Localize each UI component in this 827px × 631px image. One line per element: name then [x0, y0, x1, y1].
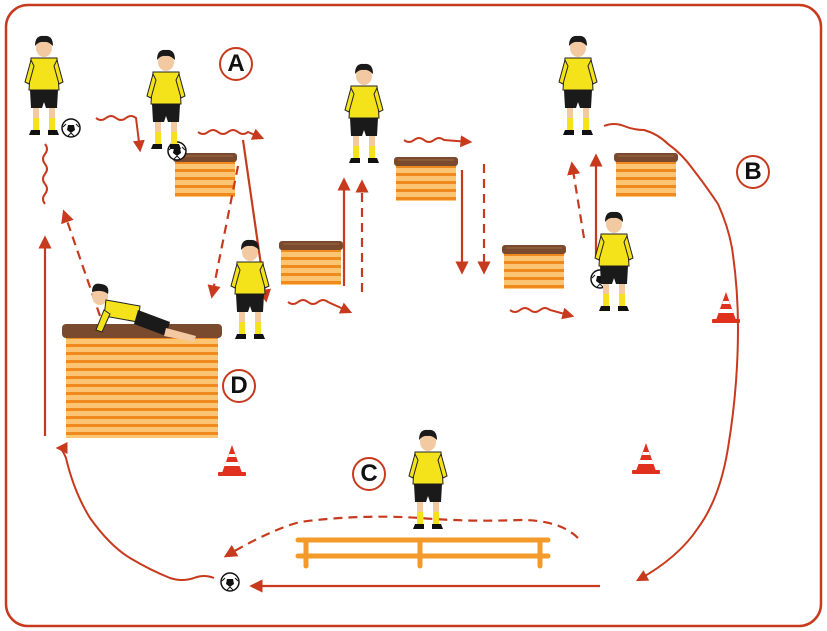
soccer-ball-icon [62, 119, 80, 137]
player-icon [559, 36, 597, 135]
cone-icon [712, 292, 740, 323]
station-label-c: C [352, 457, 386, 491]
player-icon [231, 240, 269, 339]
station-label-a: A [219, 47, 253, 81]
bench-icon [298, 540, 548, 566]
vaulting-box-icon [502, 245, 566, 289]
soccer-ball-icon [221, 573, 239, 591]
vaulting-box-large-icon [62, 324, 222, 438]
cone-icon [632, 443, 660, 474]
station-label-d: D [222, 369, 256, 403]
player-icon [25, 36, 63, 135]
vaulting-box-icon [614, 153, 678, 197]
player-icon [345, 64, 383, 163]
vaulting-box-icon [173, 153, 237, 197]
player-icon [147, 50, 185, 149]
player-icon [595, 212, 633, 311]
station-label-b: B [736, 155, 770, 189]
cone-icon [218, 445, 246, 476]
vaulting-box-icon [394, 157, 458, 201]
player-icon [409, 430, 447, 529]
vaulting-box-icon [279, 241, 343, 285]
